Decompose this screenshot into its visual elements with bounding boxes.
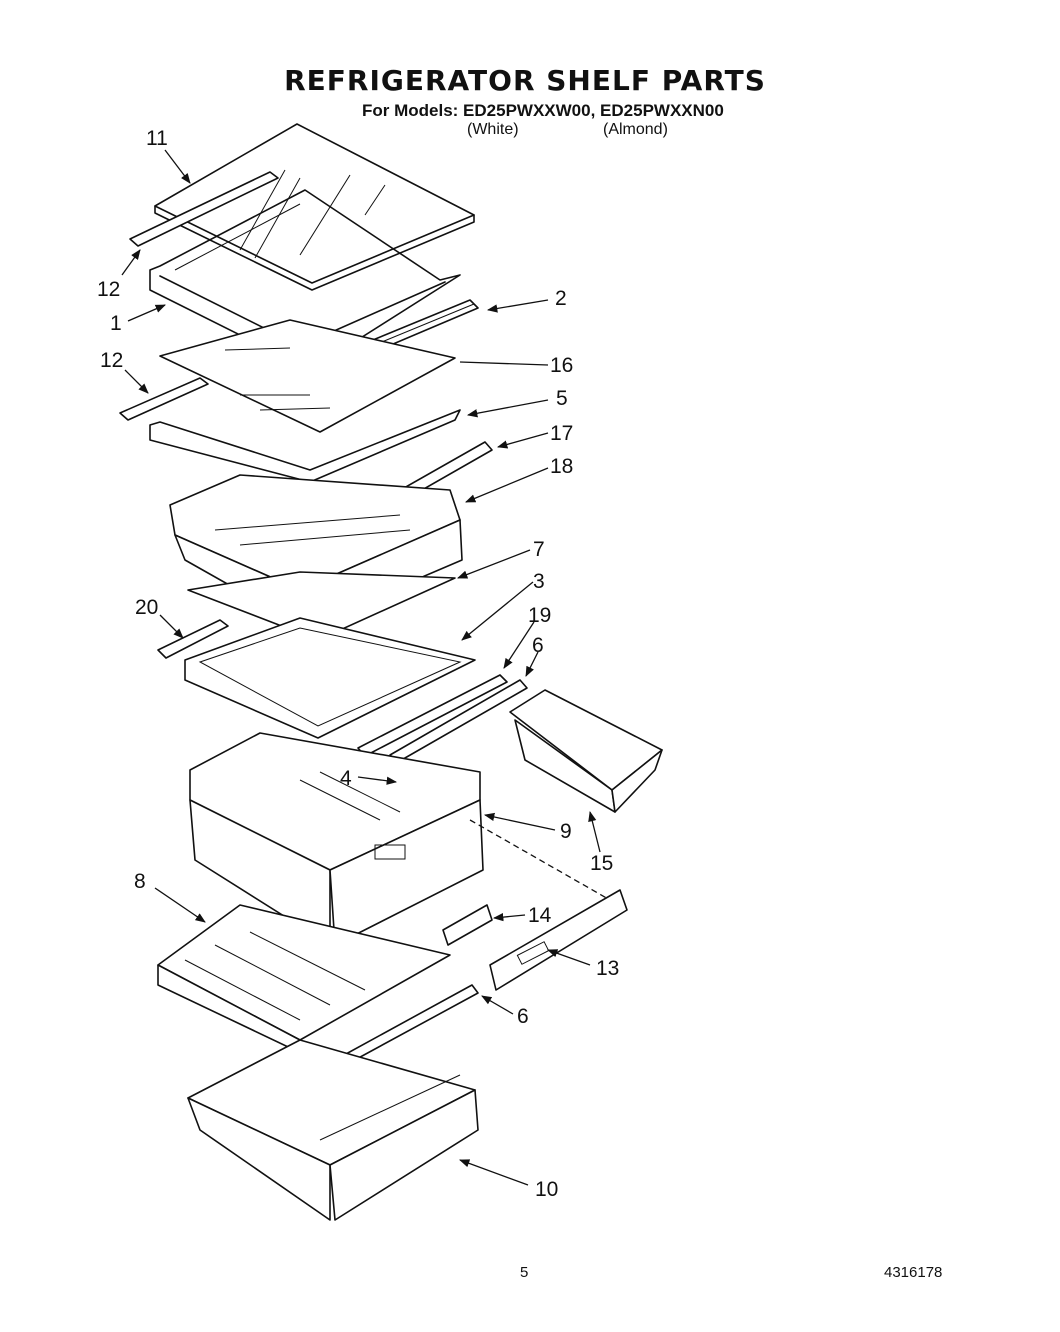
variant-almond: (Almond) <box>603 121 668 138</box>
callout-5: 5 <box>556 387 568 410</box>
callout-14: 14 <box>528 904 552 927</box>
part-15-door-bin <box>509 689 663 813</box>
callout-7: 7 <box>533 538 545 561</box>
callout-18: 18 <box>550 455 573 478</box>
callout-12-lower: 12 <box>100 349 123 372</box>
part-10-drawer <box>187 1039 479 1221</box>
callout-6-upper: 6 <box>532 634 544 657</box>
part-20-rail <box>157 619 229 659</box>
part-14-slider <box>442 904 493 946</box>
callout-4: 4 <box>340 767 352 790</box>
part-5-frame <box>149 409 461 483</box>
part-13-plate <box>489 889 628 991</box>
callout-6-lower: 6 <box>517 1005 529 1028</box>
callout-17: 17 <box>550 422 573 445</box>
callout-9: 9 <box>560 820 572 843</box>
callout-15: 15 <box>590 852 613 875</box>
callout-20: 20 <box>135 596 158 619</box>
page-number: 5 <box>520 1264 529 1281</box>
part-16-glass-panel <box>159 319 456 433</box>
part-9-drawer <box>189 732 611 946</box>
part-11-glass-shelf <box>154 123 475 291</box>
callout-8: 8 <box>134 870 146 893</box>
callout-1: 1 <box>110 312 122 335</box>
callout-11: 11 <box>146 127 168 150</box>
part-3-frame <box>184 617 476 739</box>
callout-16: 16 <box>550 354 573 377</box>
part-12-lower-rail <box>119 377 209 421</box>
document-number: 4316178 <box>884 1264 943 1281</box>
callout-3: 3 <box>533 570 545 593</box>
callout-13: 13 <box>596 957 619 980</box>
page-title: REFRIGERATOR SHELF PARTS <box>284 64 766 97</box>
callout-2: 2 <box>555 287 567 310</box>
part-7-cover-panel <box>187 571 456 641</box>
callout-10: 10 <box>535 1178 558 1201</box>
part-12-upper-rail <box>129 171 279 247</box>
variant-white: (White) <box>467 121 519 138</box>
callout-12-upper: 12 <box>97 278 120 301</box>
models-line: For Models: ED25PWXXW00, ED25PWXXN00 <box>362 101 724 120</box>
callout-19: 19 <box>528 604 551 627</box>
